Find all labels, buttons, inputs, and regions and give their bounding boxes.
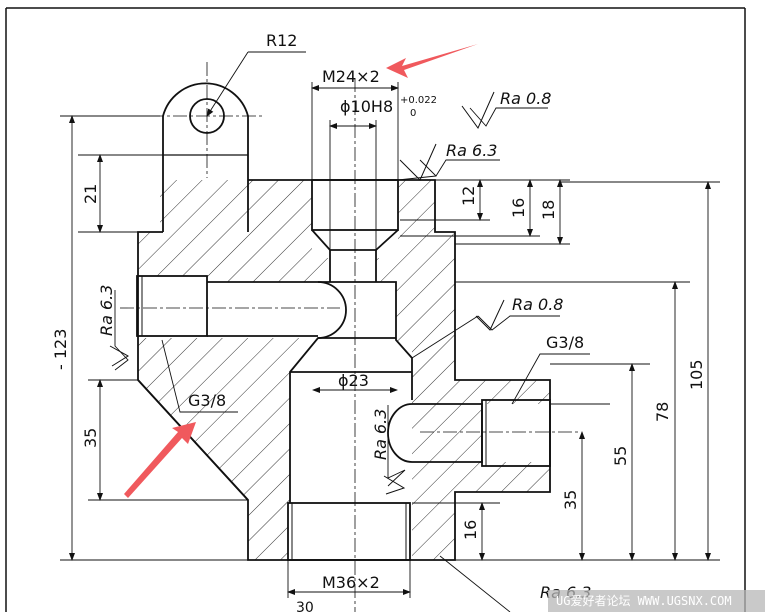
dim-35-right: 35: [561, 490, 580, 510]
label-tolerance-lower: 0: [410, 108, 416, 119]
watermark: UG爱好者论坛 WWW.UGSNX.COM: [548, 590, 765, 612]
dim-12: 12: [459, 186, 478, 206]
frame-border: [5, 7, 746, 612]
dim-105: 105: [687, 359, 706, 390]
label-phi23: ϕ23: [338, 371, 369, 390]
hatched-sections: [137, 180, 550, 560]
label-r12: R12: [266, 31, 297, 50]
label-m36: M36×2: [322, 573, 380, 592]
dim-16-top: 16: [509, 198, 528, 218]
label-ra63-top: Ra 6.3: [446, 141, 497, 160]
label-ra63-left: Ra 6.3: [97, 285, 116, 336]
centerlines: [120, 62, 580, 612]
dim-18: 18: [539, 200, 558, 220]
red-arrow-icon: [124, 422, 196, 498]
dim-35-left: 35: [81, 428, 100, 448]
red-arrow-icon: [386, 44, 478, 78]
label-bottom-cut: 30: [296, 600, 314, 612]
label-m24: M24×2: [322, 67, 380, 86]
label-ra08-mid: Ra 0.8: [512, 295, 563, 314]
labels: R12 M24×2 ϕ10H8 +0.022 0 Ra 0.8 Ra 6.3 R…: [97, 31, 591, 612]
label-g38-right: G3/8: [546, 333, 584, 352]
dim-16-bottom: 16: [461, 520, 480, 540]
watermark-text: UG爱好者论坛 WWW.UGSNX.COM: [556, 594, 732, 608]
surface-finish-symbols: [109, 91, 505, 495]
label-tolerance-upper: +0.022: [400, 95, 437, 106]
part-outline: [136, 82, 551, 561]
dimension-lines: [60, 51, 720, 612]
label-phi10: ϕ10H8: [340, 97, 393, 116]
dim-78: 78: [653, 402, 672, 422]
dim-55: 55: [611, 446, 630, 466]
dimension-values: 21 - 123 35 12 16 18 105 78 55 35 16: [51, 184, 706, 540]
dim-123: - 123: [51, 329, 70, 370]
label-ra08-top: Ra 0.8: [500, 89, 551, 108]
label-ra63-center: Ra 6.3: [371, 409, 390, 460]
label-g38-left: G3/8: [188, 391, 226, 410]
dim-21: 21: [81, 184, 100, 204]
annotation-arrows: [124, 44, 478, 498]
